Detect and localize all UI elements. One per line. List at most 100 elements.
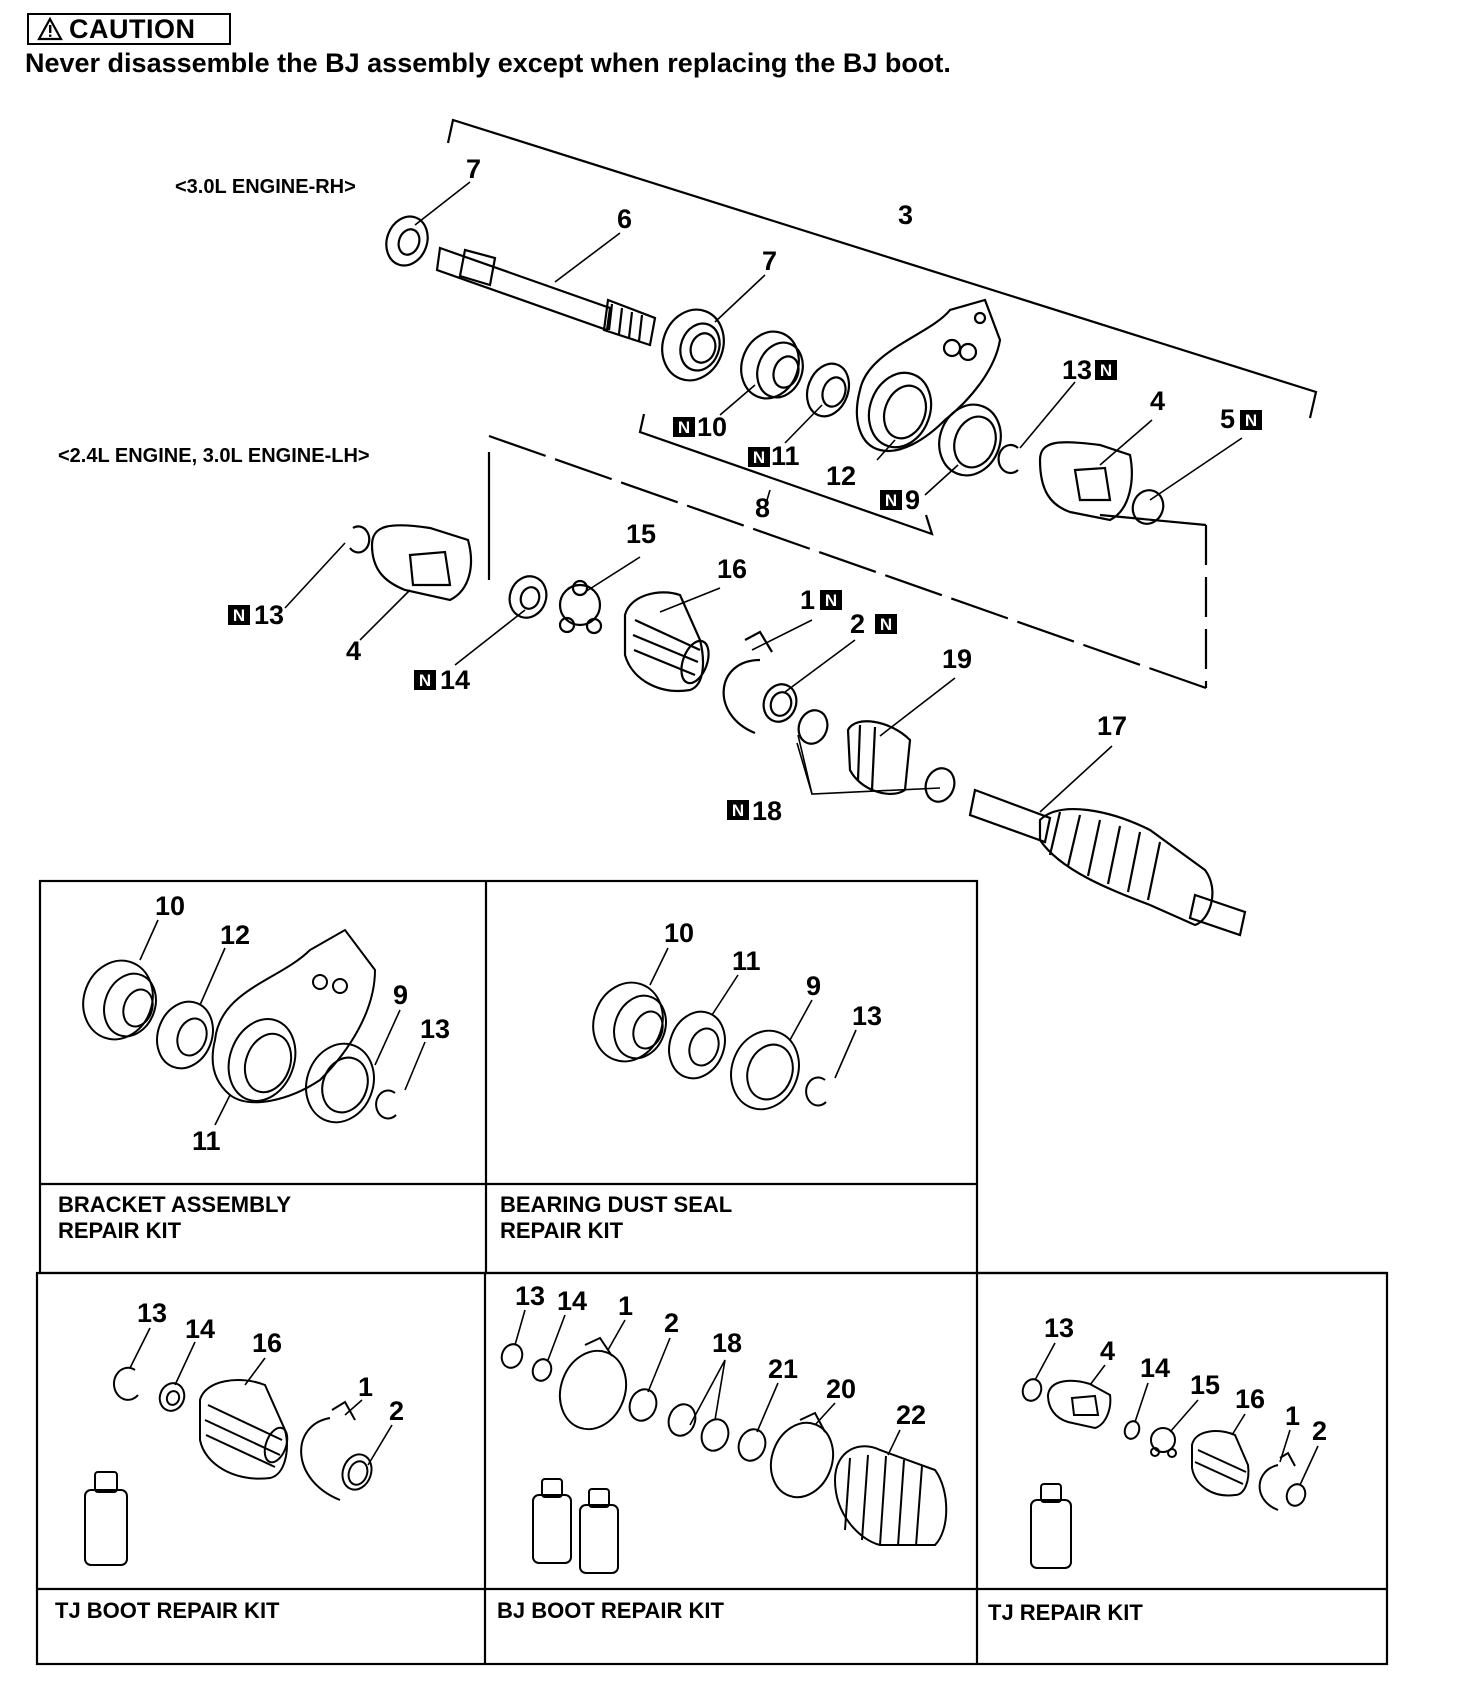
bearing-icon <box>805 362 851 418</box>
callout-13: 13 <box>852 1001 882 1031</box>
callout-11: 11 <box>771 441 800 471</box>
boot-band-icon <box>797 709 956 803</box>
bj-boot-kit-parts <box>500 1336 948 1574</box>
callout-13: 13 <box>420 1014 450 1044</box>
lh-shaft-group <box>349 524 1247 937</box>
callout-3: 3 <box>898 200 913 230</box>
new-part-badge <box>1095 360 1117 380</box>
bracket-lh-right-top <box>1099 513 1207 527</box>
bracket-line-3 <box>446 118 1318 419</box>
bj-boot-icon <box>833 1445 948 1547</box>
callout-20: 20 <box>826 1374 856 1404</box>
callout-17: 17 <box>1097 711 1127 741</box>
callout-9: 9 <box>905 485 920 515</box>
tj-boot-icon <box>1191 1430 1250 1497</box>
callout-6: 6 <box>617 204 632 234</box>
tj-kit-label: TJ REPAIR KIT <box>988 1600 1143 1625</box>
callout-9: 9 <box>393 980 408 1010</box>
callout-16: 16 <box>717 554 747 584</box>
dust-seal-icon <box>740 330 804 400</box>
callout-2: 2 <box>664 1308 679 1338</box>
boot-band-large-icon <box>769 1411 835 1499</box>
rh-shaft-group <box>385 215 1165 525</box>
bearing-icon <box>156 1000 214 1070</box>
callout-2: 2 <box>1312 1416 1327 1446</box>
ring-icon <box>1131 489 1165 525</box>
circlip-icon <box>349 525 371 554</box>
callout-2: 2 <box>850 609 865 639</box>
boot-band-small-icon <box>1285 1483 1307 1507</box>
tj-kit-callouts: 13 4 14 15 16 1 2 <box>1044 1313 1327 1446</box>
bearing-kit-parts <box>592 981 827 1111</box>
washer-icon <box>385 215 429 267</box>
bearing-kit-label: BEARING DUST SEAL REPAIR KIT <box>500 1192 733 1243</box>
callout-13: 13 <box>1062 355 1092 385</box>
callout-16: 16 <box>1235 1384 1265 1414</box>
seal-icon <box>661 308 725 382</box>
callout-1: 1 <box>358 1372 373 1402</box>
seal-icon <box>730 1029 800 1111</box>
ring-icon <box>508 575 548 619</box>
callout-4: 4 <box>1100 1336 1115 1366</box>
new-part-badge <box>228 605 250 625</box>
callout-13: 13 <box>137 1298 167 1328</box>
ring-icon <box>1123 1420 1141 1440</box>
tj-housing-icon <box>370 524 472 602</box>
tj-boot-kit-parts <box>84 1366 373 1566</box>
caution-message: Never disassemble the BJ assembly except… <box>25 48 951 78</box>
circlip-icon <box>1021 1378 1043 1402</box>
bracket-line-8 <box>638 413 934 536</box>
callout-2: 2 <box>389 1396 404 1426</box>
circlip-icon <box>997 443 1019 475</box>
bj-shaft-icon <box>968 788 1247 937</box>
seal-icon <box>305 1042 375 1124</box>
callout-14: 14 <box>557 1286 587 1316</box>
ring-icon <box>158 1382 186 1412</box>
bracket-kit-parts <box>82 928 397 1124</box>
callout-22: 22 <box>896 1400 926 1430</box>
grease-bottle-icon <box>1030 1483 1072 1569</box>
callout-10: 10 <box>155 891 185 921</box>
callout-7: 7 <box>762 246 777 276</box>
inner-shaft-icon <box>435 246 657 347</box>
spider-icon <box>1150 1427 1177 1458</box>
grease-bottle-icon <box>532 1478 619 1574</box>
boot-band-icon <box>628 1388 767 1462</box>
bracket-lh-top <box>488 434 1207 690</box>
boot-band-small-icon <box>341 1453 373 1491</box>
variant-label-rh: <3.0L ENGINE-RH> <box>175 176 356 198</box>
boot-band-large-icon <box>1258 1451 1296 1511</box>
callout-labels: 7 6 3 7 13 4 5 10 11 12 8 9 15 16 1 2 19… <box>228 154 1262 826</box>
new-part-badge <box>875 614 897 634</box>
boot-band-large-icon <box>300 1400 356 1501</box>
callout-18: 18 <box>752 796 782 826</box>
callout-1: 1 <box>1285 1401 1300 1431</box>
callout-16: 16 <box>252 1328 282 1358</box>
center-bearing-bracket-icon <box>211 928 377 1104</box>
circlip-icon <box>113 1366 139 1401</box>
warning-triangle-icon <box>37 17 63 41</box>
tj-boot-icon <box>199 1379 289 1480</box>
circlip-icon <box>805 1076 827 1107</box>
dynamic-damper-icon <box>846 720 912 795</box>
bearing-kit-callouts: 10 11 9 13 <box>664 918 882 1031</box>
tj-boot-icon <box>623 591 710 693</box>
spider-icon <box>558 579 603 635</box>
callout-11: 11 <box>732 946 761 976</box>
new-part-badge <box>1240 410 1262 430</box>
circlip-icon <box>375 1089 397 1120</box>
new-part-badge <box>880 490 902 510</box>
boot-band-large-icon <box>558 1336 628 1431</box>
callout-11: 11 <box>192 1126 221 1156</box>
repair-kit-grid <box>35 879 1389 1666</box>
tj-housing-icon <box>1046 1379 1112 1430</box>
variant-label-lh: <2.4L ENGINE, 3.0L ENGINE-LH> <box>58 445 370 467</box>
new-part-badge <box>727 800 749 820</box>
new-part-badge <box>748 447 770 467</box>
caution-header: CAUTION <box>27 13 231 45</box>
boot-band-large-icon <box>722 630 773 735</box>
seal-icon <box>938 403 1002 477</box>
bracket-kit-label: BRACKET ASSEMBLY REPAIR KIT <box>58 1192 292 1243</box>
callout-7: 7 <box>466 154 481 184</box>
tj-boot-kit-label: TJ BOOT REPAIR KIT <box>55 1598 280 1623</box>
